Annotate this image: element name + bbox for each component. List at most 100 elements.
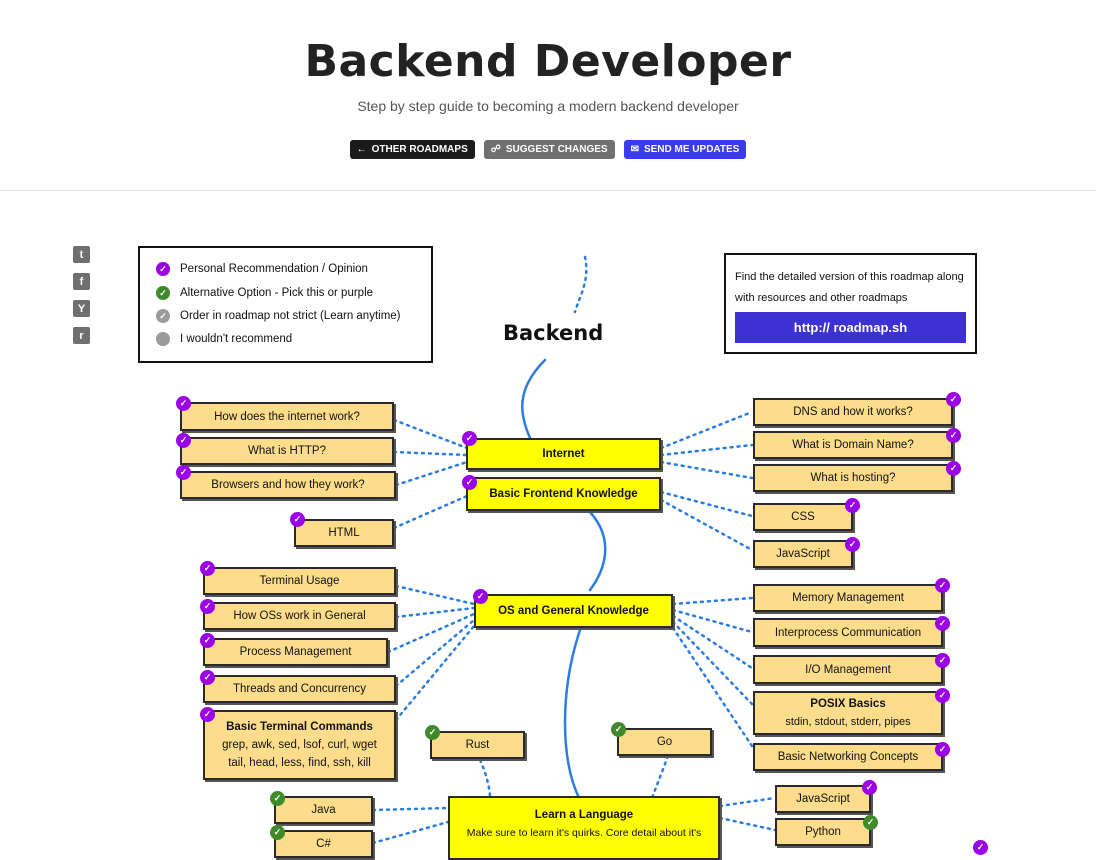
node-what-is-http[interactable]: What is HTTP? — [180, 437, 394, 465]
purple-check-icon: ✓ — [946, 428, 961, 443]
terminal-commands-title: Basic Terminal Commands — [226, 721, 373, 733]
green-check-icon: ✓ — [156, 286, 170, 300]
arrow-left-icon: ← — [356, 144, 367, 155]
send-updates-button[interactable]: ✉ SEND ME UPDATES — [623, 140, 747, 159]
purple-check-icon: ✓ — [935, 578, 950, 593]
purple-check-icon: ✓ — [176, 433, 191, 448]
info-text: Find the detailed version of this roadma… — [735, 271, 964, 304]
purple-check-icon: ✓ — [935, 742, 950, 757]
legend-item-alternative: ✓ Alternative Option - Pick this or purp… — [156, 286, 373, 300]
green-check-icon: ✓ — [425, 725, 440, 740]
node-memory-management[interactable]: Memory Management — [753, 584, 943, 612]
page-header: Backend Developer Step by step guide to … — [0, 0, 1096, 191]
language-desc: Make sure to learn it's quirks. Core det… — [466, 827, 702, 839]
legend-label: I wouldn't recommend — [180, 333, 293, 345]
terminal-commands-line: tail, head, less, find, ssh, kill — [228, 757, 371, 769]
purple-check-icon: ✓ — [935, 653, 950, 668]
envelope-icon: ✉ — [630, 144, 639, 155]
handshake-icon: ☍ — [490, 144, 501, 155]
legend-item-recommendation: ✓ Personal Recommendation / Opinion — [156, 262, 368, 276]
purple-check-icon: ✓ — [973, 840, 988, 855]
purple-check-icon: ✓ — [473, 589, 488, 604]
purple-check-icon: ✓ — [176, 396, 191, 411]
purple-check-icon: ✓ — [462, 431, 477, 446]
node-browsers[interactable]: Browsers and how they work? — [180, 471, 396, 499]
node-rust[interactable]: Rust — [430, 731, 525, 759]
node-internet[interactable]: Internet — [466, 438, 661, 470]
node-interprocess-communication[interactable]: Interprocess Communication — [753, 618, 943, 647]
reddit-icon[interactable]: r — [73, 327, 90, 344]
info-box: Find the detailed version of this roadma… — [724, 253, 977, 354]
purple-check-icon: ✓ — [845, 537, 860, 552]
suggest-changes-button[interactable]: ☍ SUGGEST CHANGES — [483, 140, 615, 159]
node-basic-networking[interactable]: Basic Networking Concepts — [753, 743, 943, 771]
purple-check-icon: ✓ — [200, 670, 215, 685]
node-dns[interactable]: DNS and how it works? — [753, 398, 953, 426]
node-terminal-usage[interactable]: Terminal Usage — [203, 567, 396, 595]
purple-check-icon: ✓ — [200, 561, 215, 576]
spine-frontend-os — [588, 510, 607, 592]
legend-label: Alternative Option - Pick this or purple — [180, 287, 374, 299]
legend-item-not-recommended: I wouldn't recommend — [156, 332, 292, 346]
purple-check-icon: ✓ — [176, 465, 191, 480]
node-basic-terminal-commands[interactable]: Basic Terminal Commands grep, awk, sed, … — [203, 710, 396, 780]
node-domain-name[interactable]: What is Domain Name? — [753, 431, 953, 459]
node-javascript-frontend[interactable]: JavaScript — [753, 540, 853, 568]
node-how-internet-works[interactable]: How does the internet work? — [180, 402, 394, 431]
green-check-icon: ✓ — [270, 791, 285, 806]
node-how-oss-work[interactable]: How OSs work in General — [203, 602, 396, 630]
node-basic-frontend[interactable]: Basic Frontend Knowledge — [466, 477, 661, 511]
backend-start-label: Backend — [503, 321, 604, 345]
node-threads-concurrency[interactable]: Threads and Concurrency — [203, 675, 396, 703]
header-buttons: ← OTHER ROADMAPS ☍ SUGGEST CHANGES ✉ SEN… — [0, 140, 1096, 159]
node-io-management[interactable]: I/O Management — [753, 655, 943, 684]
roadmap-link-button[interactable]: http:// roadmap.sh — [735, 312, 966, 343]
suggest-changes-label: SUGGEST CHANGES — [505, 144, 608, 155]
legend-label: Order in roadmap not strict (Learn anyti… — [180, 310, 401, 322]
node-css[interactable]: CSS — [753, 503, 853, 531]
purple-check-icon: ✓ — [290, 512, 305, 527]
spine-os-language — [563, 628, 582, 802]
send-updates-label: SEND ME UPDATES — [643, 144, 740, 155]
purple-check-icon: ✓ — [200, 599, 215, 614]
legend-item-order: ✓ Order in roadmap not strict (Learn any… — [156, 309, 401, 323]
node-learn-a-language[interactable]: Learn a Language Make sure to learn it's… — [448, 796, 720, 860]
other-roadmaps-button[interactable]: ← OTHER ROADMAPS — [349, 140, 475, 159]
terminal-commands-line: grep, awk, sed, lsof, curl, wget — [222, 739, 377, 751]
green-check-icon: ✓ — [270, 825, 285, 840]
green-check-icon: ✓ — [611, 722, 626, 737]
node-posix-basics[interactable]: POSIX Basics stdin, stdout, stderr, pipe… — [753, 691, 943, 735]
purple-check-icon: ✓ — [156, 262, 170, 276]
page-title: Backend Developer — [304, 36, 792, 87]
purple-check-icon: ✓ — [946, 461, 961, 476]
grey-dot-icon — [156, 332, 170, 346]
posix-sub: stdin, stdout, stderr, pipes — [785, 716, 911, 728]
language-title: Learn a Language — [534, 809, 634, 821]
other-roadmaps-label: OTHER ROADMAPS — [371, 144, 468, 155]
node-process-management[interactable]: Process Management — [203, 638, 388, 666]
node-go[interactable]: Go — [617, 728, 712, 756]
legend-box: ✓ Personal Recommendation / Opinion ✓ Al… — [138, 246, 433, 363]
node-javascript-language[interactable]: JavaScript — [775, 785, 871, 813]
node-csharp[interactable]: C# — [274, 830, 373, 858]
page-subtitle: Step by step guide to becoming a modern … — [357, 98, 739, 114]
purple-check-icon: ✓ — [946, 392, 961, 407]
node-html[interactable]: HTML — [294, 519, 394, 547]
purple-check-icon: ✓ — [845, 498, 860, 513]
twitter-icon[interactable]: t — [73, 246, 90, 263]
spine-top — [573, 255, 588, 314]
facebook-icon[interactable]: f — [73, 273, 90, 290]
purple-check-icon: ✓ — [862, 780, 877, 795]
spine-backend-internet — [521, 358, 547, 440]
node-java[interactable]: Java — [274, 796, 373, 824]
node-os-general-knowledge[interactable]: OS and General Knowledge — [474, 594, 673, 628]
purple-check-icon: ✓ — [935, 616, 950, 631]
hackernews-icon[interactable]: Y — [73, 300, 90, 317]
purple-check-icon: ✓ — [462, 475, 477, 490]
node-python[interactable]: Python — [775, 818, 871, 846]
node-hosting[interactable]: What is hosting? — [753, 464, 953, 492]
posix-title: POSIX Basics — [810, 698, 886, 710]
green-check-icon: ✓ — [863, 815, 878, 830]
grey-check-icon: ✓ — [156, 309, 170, 323]
